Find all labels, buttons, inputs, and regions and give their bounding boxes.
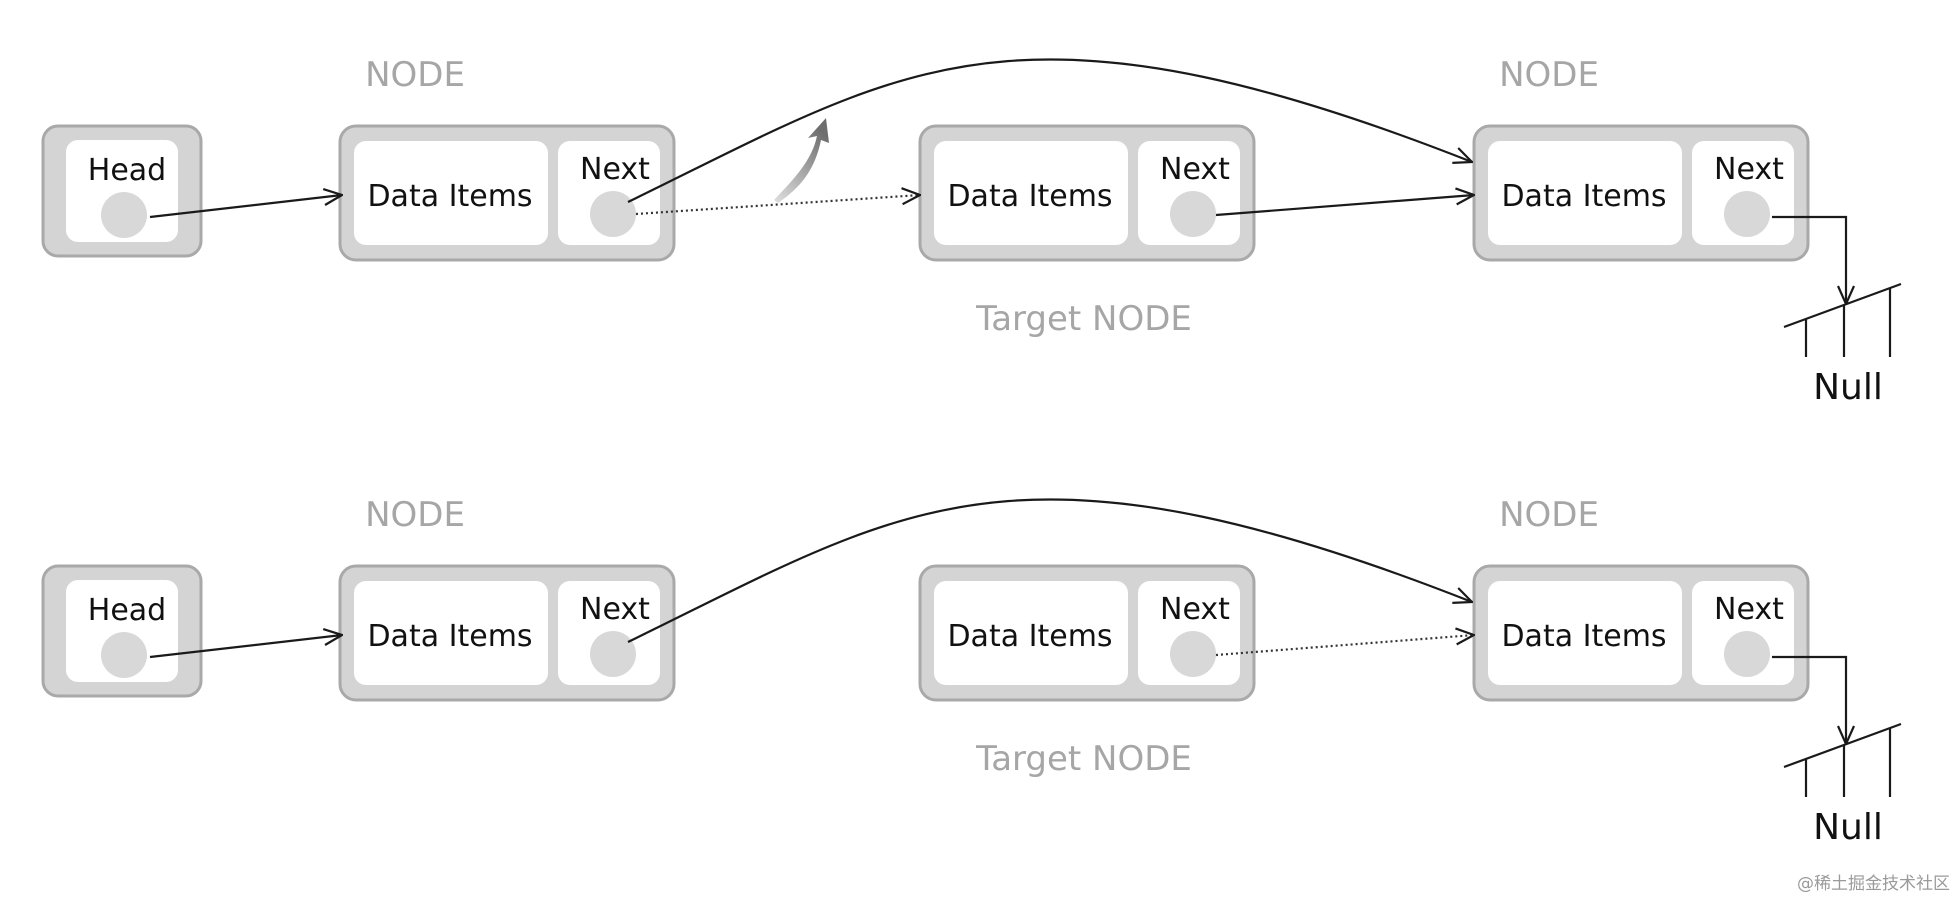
bypass-arc-arrow — [627, 498, 1472, 643]
head-pointer-dot — [101, 632, 147, 678]
data-items-label: Data Items — [947, 619, 1112, 654]
data-items-label: Data Items — [1501, 619, 1666, 654]
head-node: Head — [41, 564, 203, 698]
node-caption: NODE — [365, 55, 465, 95]
node-to-null-arrow — [1772, 215, 1846, 304]
next-pointer-dot — [1724, 191, 1770, 237]
next-pointer-dot — [590, 631, 636, 677]
data-items-cell — [354, 141, 548, 245]
next-pointer-dot — [1170, 631, 1216, 677]
head-pointer-dot — [101, 192, 147, 238]
node-1: Data Items Next — [338, 564, 676, 702]
next-label: Next — [580, 592, 650, 627]
watermark-text: @稀土掘金技术社区 — [1797, 874, 1950, 894]
next-pointer-dot — [1170, 191, 1216, 237]
target-node-caption: Target NODE — [975, 299, 1192, 339]
data-items-cell — [934, 141, 1128, 245]
target-node-caption: Target NODE — [975, 739, 1192, 779]
target-to-node-dotted-arrow — [1215, 635, 1474, 657]
node-3: Data Items Next — [1472, 564, 1810, 702]
node-3: Data Items Next — [1472, 124, 1810, 262]
node-to-null-arrow — [1772, 655, 1846, 744]
next-pointer-dot — [1724, 631, 1770, 677]
next-label: Next — [1160, 592, 1230, 627]
null-ground-icon — [1783, 722, 1902, 797]
ground-bar — [1783, 282, 1902, 329]
node-caption: NODE — [1499, 495, 1599, 535]
data-items-label: Data Items — [367, 179, 532, 214]
data-items-cell — [1488, 581, 1682, 685]
next-label: Next — [580, 152, 650, 187]
next-label: Next — [1714, 592, 1784, 627]
bypass-arc-arrow — [627, 58, 1472, 203]
null-ground-icon — [1783, 282, 1902, 357]
node-caption: NODE — [1499, 55, 1599, 95]
data-items-label: Data Items — [1501, 179, 1666, 214]
head-node: Head — [41, 124, 203, 258]
data-items-label: Data Items — [947, 179, 1112, 214]
next-label: Next — [1714, 152, 1784, 187]
target-node-2: Data Items Next — [918, 124, 1256, 262]
target-node-2: Data Items Next — [918, 564, 1256, 702]
head-label: Head — [88, 153, 166, 188]
null-label: Null — [1813, 807, 1883, 848]
node-1: Data Items Next — [338, 124, 676, 262]
node-caption: NODE — [365, 495, 465, 535]
next-pointer-dot — [590, 191, 636, 237]
head-label: Head — [88, 593, 166, 628]
target-to-node-arrow — [1215, 195, 1474, 217]
data-items-label: Data Items — [367, 619, 532, 654]
head-to-node-arrow — [149, 195, 342, 219]
redirect-curved-arrow — [774, 118, 829, 203]
next-label: Next — [1160, 152, 1230, 187]
ground-bar — [1783, 722, 1902, 769]
data-items-cell — [1488, 141, 1682, 245]
null-label: Null — [1813, 367, 1883, 408]
head-to-node-arrow — [149, 635, 342, 659]
data-items-cell — [934, 581, 1128, 685]
data-items-cell — [354, 581, 548, 685]
